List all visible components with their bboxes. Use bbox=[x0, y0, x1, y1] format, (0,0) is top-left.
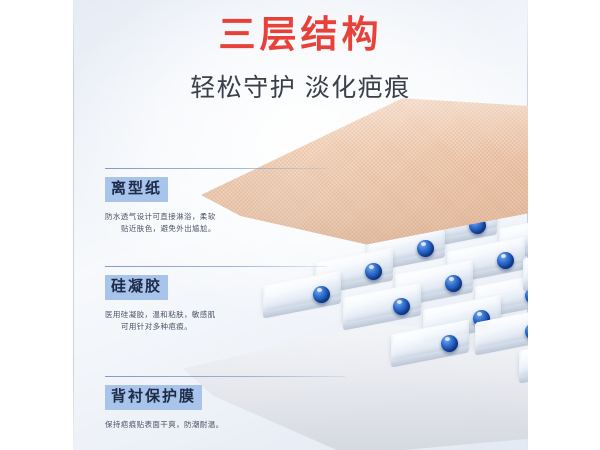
gel-droplet bbox=[417, 240, 434, 257]
layer-desc-backing-film: 保持疤痕贴表面干爽，防潮耐温。 bbox=[105, 419, 224, 431]
gel-droplet bbox=[525, 287, 528, 304]
callout-backing-film: 背衬保护膜 保持疤痕贴表面干爽，防潮耐温。 bbox=[105, 371, 345, 431]
layer-chip-silicone-gel: 硅凝胶 bbox=[105, 275, 169, 300]
gel-droplet bbox=[441, 335, 458, 352]
layer-desc-line1: 医用硅凝胶，温和粘肤，敏感肌 bbox=[105, 310, 216, 319]
leader-line-silicone-gel bbox=[105, 266, 327, 267]
gel-droplet bbox=[393, 298, 410, 315]
page-title: 三层结构 bbox=[218, 14, 383, 55]
layer-desc-silicone-gel: 医用硅凝胶，温和粘肤，敏感肌 可用针对多种疤痕。 bbox=[105, 309, 216, 333]
layer-desc-line1: 保持疤痕贴表面干爽，防潮耐温。 bbox=[105, 420, 224, 429]
layer-chip-backing-film: 背衬保护膜 bbox=[105, 385, 203, 410]
poster-left-edge-line bbox=[73, 0, 74, 450]
product-infographic-poster: 三层结构 轻松守护 淡化疤痕 bbox=[73, 0, 528, 450]
layer-chip-release-paper: 离型纸 bbox=[105, 177, 169, 202]
callout-release-paper: 离型纸 防水透气设计可直接淋浴，柔软 贴近肤色，避免外出尴尬。 bbox=[105, 163, 327, 235]
gel-droplet bbox=[497, 252, 514, 269]
page-subtitle: 轻松守护 淡化疤痕 bbox=[190, 74, 411, 102]
gel-droplet bbox=[313, 286, 330, 303]
layer-desc-line1: 防水透气设计可直接淋浴，柔软 bbox=[105, 212, 216, 221]
product-layer-illustration bbox=[73, 0, 528, 450]
layer-desc-line2: 贴近肤色，避免外出尴尬。 bbox=[121, 224, 216, 233]
gel-droplet bbox=[525, 323, 528, 340]
layer-desc-release-paper: 防水透气设计可直接淋浴，柔软 贴近肤色，避免外出尴尬。 bbox=[105, 211, 216, 235]
callout-silicone-gel: 硅凝胶 医用硅凝胶，温和粘肤，敏感肌 可用针对多种疤痕。 bbox=[105, 261, 327, 333]
gel-droplet bbox=[445, 275, 462, 292]
leader-line-release-paper bbox=[105, 168, 327, 169]
leader-line-backing-film bbox=[105, 376, 345, 377]
gel-droplet bbox=[365, 263, 382, 280]
layer-desc-line2: 可用针对多种疤痕。 bbox=[121, 322, 193, 331]
